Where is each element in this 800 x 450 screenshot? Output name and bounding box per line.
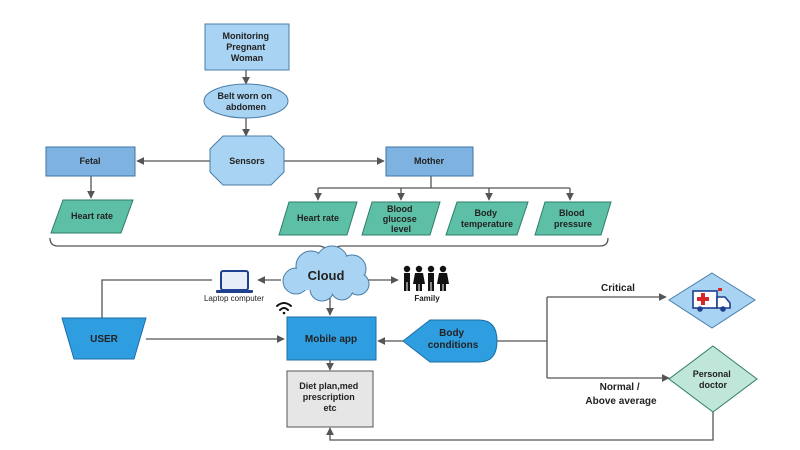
blood-glucose-line-3: level <box>391 224 411 234</box>
mother-node[interactable]: Mother <box>385 146 474 177</box>
blood-pressure-line-1: Blood <box>559 208 585 218</box>
blood-glucose-node[interactable]: Blood glucose level <box>361 201 441 236</box>
body-temperature-node[interactable]: Body temperature <box>445 201 529 236</box>
normal-line-1: Normal / <box>600 382 640 393</box>
body-conditions-line-2: conditions <box>428 340 479 351</box>
monitoring-line-3: Woman <box>231 53 263 63</box>
body-conditions-node[interactable]: Body conditions <box>402 319 498 363</box>
belt-node[interactable]: Belt worn on abdomen <box>203 83 289 119</box>
svg-text:Belt worn on abdomen: Belt worn on abdomen <box>217 91 274 112</box>
svg-text:Monitoring Pregnant: Monitoring Pregnant Woman <box>222 31 271 63</box>
fetal-heart-rate-label: Heart rate <box>71 211 113 221</box>
svg-text:Body temperature: Body temperature <box>461 208 513 229</box>
svg-text:Blood pressure: Blood pressure <box>554 208 592 229</box>
belt-line-2: abdomen <box>226 102 266 112</box>
laptop-icon <box>216 270 253 293</box>
personal-doctor-line-2: doctor <box>699 380 727 390</box>
connectors <box>49 70 714 441</box>
svg-text:Normal / Above average: Normal / Above average <box>585 382 657 407</box>
diet-plan-line-2: prescription <box>303 392 355 402</box>
fetal-label: Fetal <box>79 156 100 166</box>
mother-heart-rate-node[interactable]: Heart rate <box>278 201 358 236</box>
line-user-to-laptop <box>101 279 212 318</box>
ambulance-icon <box>692 288 731 312</box>
mobile-app-label: Mobile app <box>305 334 357 345</box>
body-conditions-line-1: Body <box>439 328 464 339</box>
arrow-doctor-to-diet <box>326 412 714 441</box>
monitoring-node[interactable]: Monitoring Pregnant Woman <box>204 23 290 71</box>
user-label: USER <box>90 334 119 345</box>
mother-heart-rate-label: Heart rate <box>297 213 339 223</box>
blood-pressure-line-2: pressure <box>554 219 592 229</box>
mother-label: Mother <box>414 156 444 166</box>
laptop-label: Laptop computer <box>204 294 264 303</box>
normal-line-2: Above average <box>585 396 657 407</box>
fetal-node[interactable]: Fetal <box>45 146 136 177</box>
cloud-label: Cloud <box>308 268 345 283</box>
monitoring-line-2: Pregnant <box>226 42 265 52</box>
svg-text:Diet plan,med prescripti: Diet plan,med prescription etc <box>299 381 361 413</box>
user-node[interactable]: USER <box>61 317 147 360</box>
blood-glucose-line-1: Blood <box>387 204 413 214</box>
fetal-heart-rate-node[interactable]: Heart rate <box>50 199 134 234</box>
connector-mother-branches <box>318 176 570 189</box>
body-temperature-line-1: Body <box>474 208 497 218</box>
monitoring-line-1: Monitoring <box>222 31 269 41</box>
svg-text:Personal doctor: Personal doctor <box>693 369 734 390</box>
diet-plan-line-3: etc <box>323 403 336 413</box>
family-label: Family <box>414 294 440 303</box>
sensors-node[interactable]: Sensors <box>209 135 285 186</box>
personal-doctor-line-1: Personal <box>693 369 731 379</box>
diet-plan-line-1: Diet plan,med <box>299 381 358 391</box>
critical-ambulance-node[interactable] <box>668 272 756 329</box>
wifi-icon <box>276 302 292 315</box>
svg-text:Blood glucose leve: Blood glucose level <box>383 204 420 234</box>
body-temperature-line-2: temperature <box>461 219 513 229</box>
family-icon <box>403 265 449 291</box>
blood-pressure-node[interactable]: Blood pressure <box>534 201 612 236</box>
diet-plan-node[interactable]: Diet plan,med prescription etc <box>286 370 374 428</box>
branch-body-conditions <box>497 297 548 378</box>
blood-glucose-line-2: glucose <box>383 214 417 224</box>
personal-doctor-node[interactable]: Personal doctor <box>668 345 758 413</box>
cloud-node[interactable]: Cloud <box>282 245 370 302</box>
critical-label: Critical <box>601 283 635 294</box>
belt-line-1: Belt worn on <box>217 91 272 101</box>
sensors-label: Sensors <box>229 156 265 166</box>
mobile-app-node[interactable]: Mobile app <box>286 316 377 361</box>
svg-text:Body conditions: Body conditions <box>428 328 479 351</box>
